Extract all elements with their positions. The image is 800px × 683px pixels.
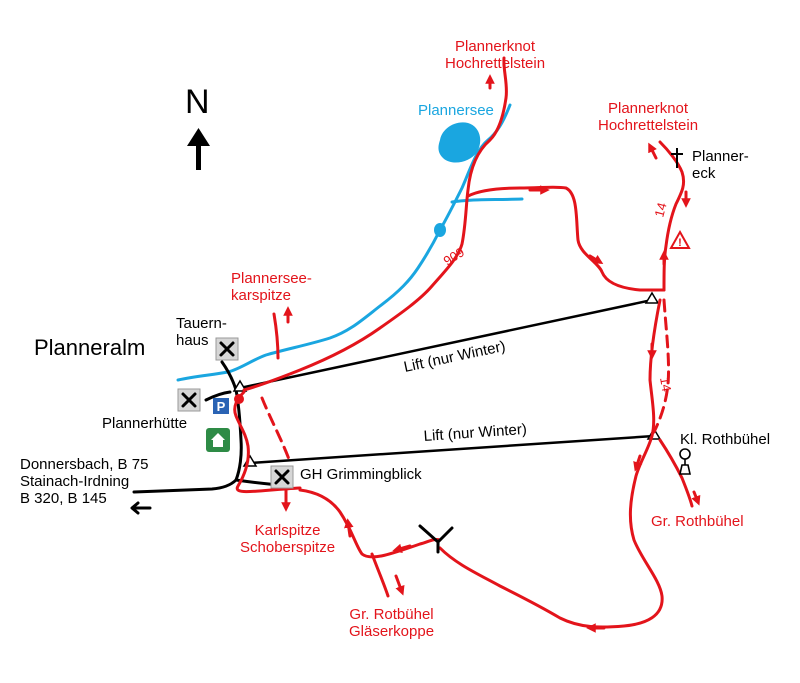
route-south-up-arrow	[344, 518, 354, 538]
route-west-arrow-2	[633, 454, 643, 472]
label-gh-grimmingblick: GH Grimmingblick	[300, 466, 422, 483]
lift-upper-cable	[239, 298, 653, 390]
summit-cross-icon	[671, 148, 683, 168]
warning-icon: !	[669, 229, 691, 249]
restaurant-icon	[215, 337, 239, 361]
trail-number-14-lower: 14	[657, 376, 674, 393]
hut-icon	[206, 428, 230, 452]
route-909	[242, 56, 508, 392]
dest-karlspitze: Karlspitze Schoberspitze	[240, 522, 336, 556]
dest-gr-rothbuehel: Gr. Rothbühel	[651, 513, 744, 530]
route-to-plannerknot-right	[648, 142, 658, 160]
dest-plannerknot-right: Plannerknot Hochrettelstein	[598, 100, 699, 134]
dest-plannerknot-top: Plannerknot Hochrettelstein	[445, 38, 546, 72]
route-dashed-karlspitze	[260, 396, 292, 464]
trail-number-14-upper: 14	[651, 201, 669, 219]
trail-number-909: 909	[441, 244, 467, 268]
route-south-arrow	[392, 543, 412, 554]
route-glaeserkoppe-arrow	[394, 574, 405, 596]
route-south	[298, 488, 442, 559]
label-kl-rothbuehel: Kl. Rothbühel	[680, 431, 771, 448]
route-loop-hut	[233, 390, 302, 494]
route-glaeserkoppe	[370, 552, 390, 598]
label-road-destinations: Donnersbach, B 75 Stainach-Irdning B 320…	[20, 456, 149, 507]
lift-lower-label: Lift (nur Winter)	[423, 421, 527, 445]
route-ridge-arrow-2	[588, 254, 604, 264]
route-west-descent	[438, 298, 664, 629]
route-14-lower	[652, 298, 671, 434]
label-plannerhuette: Plannerhütte	[102, 415, 188, 432]
lift-station-icon	[232, 379, 248, 392]
route-ridge-east	[466, 185, 666, 292]
viewpoint-icon	[679, 448, 691, 475]
parking-letter: P	[217, 399, 226, 414]
lifts	[239, 298, 655, 465]
route-gr-rothbuehel	[658, 438, 694, 508]
route-gr-rothbuehel-arrow	[691, 490, 701, 506]
dest-gr-rotbuehel-glaeserkoppe: Gr. Rotbühel Gläserkoppe	[349, 606, 435, 640]
lift-upper-label: Lift (nur Winter)	[402, 338, 507, 376]
stream-branch	[450, 197, 524, 204]
route-plannerseekarspitze	[272, 312, 280, 360]
warning-symbol: !	[678, 237, 682, 249]
label-tauernhaus: Tauern- haus	[176, 315, 227, 349]
road-arrowhead	[130, 501, 140, 515]
compass-arrow-icon	[187, 128, 210, 170]
pond	[434, 223, 446, 237]
area-name-planneralm: Planneralm	[34, 335, 146, 360]
junction-marker	[418, 524, 454, 554]
label-planner-eck: Planner- eck	[692, 148, 749, 182]
road-to-plannerhuette	[204, 390, 232, 402]
restaurant-icon	[177, 388, 201, 412]
parking-icon: P	[213, 398, 229, 414]
compass-north-letter: N	[185, 83, 210, 121]
restaurant-icon	[270, 465, 294, 489]
lift-lower-cable	[249, 434, 655, 465]
dest-plannerseekarspitze: Plannersee- karspitze	[231, 270, 312, 304]
start-point-marker	[234, 394, 244, 404]
label-plannersee: Plannersee	[418, 102, 494, 119]
lift-station-icon	[644, 291, 660, 304]
plannersee-lake	[438, 122, 481, 163]
